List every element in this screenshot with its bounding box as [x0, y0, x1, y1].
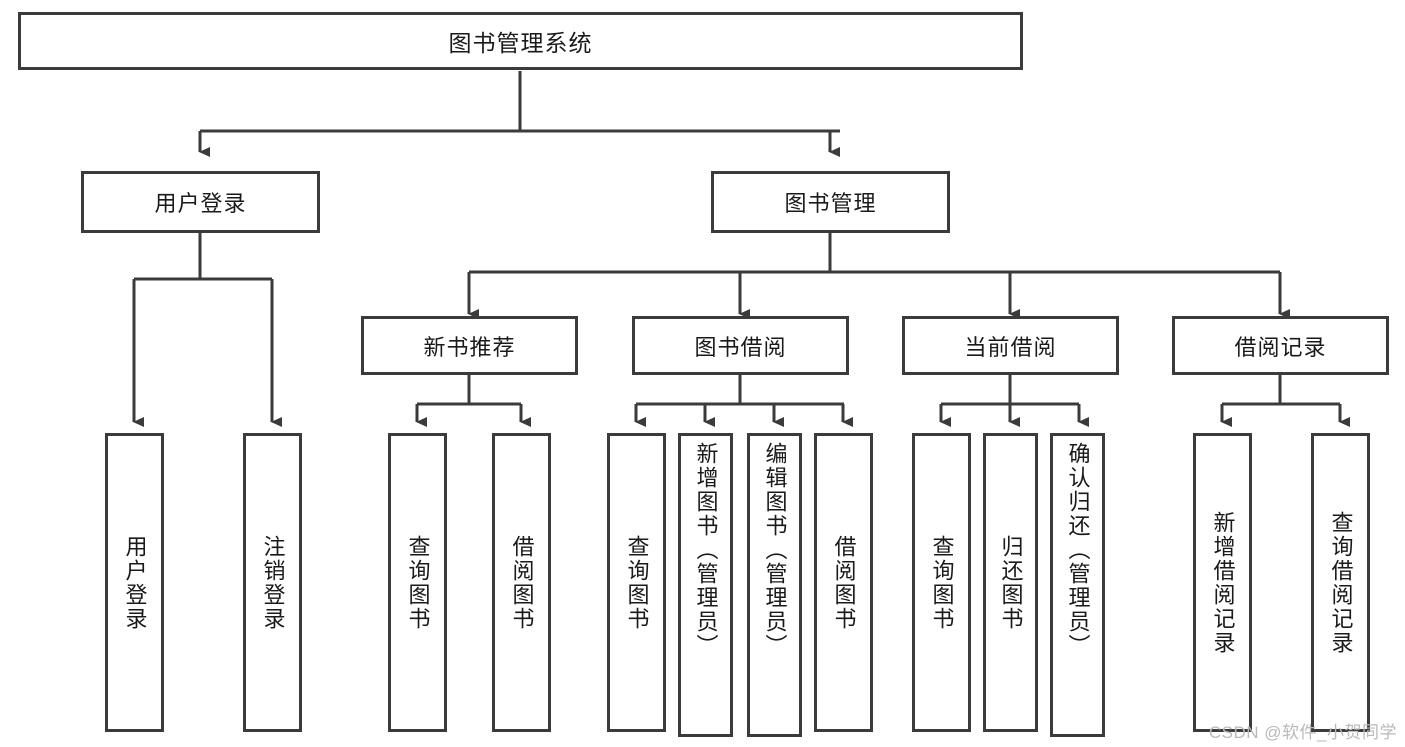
leaf-add-book-admin[interactable]: 新增图书（管理员）	[678, 433, 733, 737]
leaf-borrow-book-bw[interactable]: 借阅图书	[814, 433, 873, 732]
node-root[interactable]: 图书管理系统	[18, 12, 1023, 70]
leaf-user-login[interactable]: 用户登录	[105, 433, 164, 732]
leaf-return-book[interactable]: 归还图书	[983, 433, 1038, 732]
leaf-add-borrow-record[interactable]: 新增借阅记录	[1193, 433, 1252, 732]
node-user-login[interactable]: 用户登录	[81, 171, 320, 233]
leaf-query-book-cb[interactable]: 查询图书	[912, 433, 971, 732]
leaf-logout[interactable]: 注销登录	[243, 433, 302, 732]
node-book-borrow[interactable]: 图书借阅	[632, 316, 849, 375]
leaf-query-borrow-record[interactable]: 查询借阅记录	[1311, 433, 1370, 732]
node-borrow-record[interactable]: 借阅记录	[1172, 316, 1389, 375]
node-book-management[interactable]: 图书管理	[711, 171, 950, 233]
node-current-borrow[interactable]: 当前借阅	[902, 316, 1119, 375]
node-new-book-recommend[interactable]: 新书推荐	[361, 316, 578, 375]
leaf-query-book-bw[interactable]: 查询图书	[607, 433, 666, 732]
leaf-query-book-nb[interactable]: 查询图书	[388, 433, 447, 732]
watermark: CSDN @软件_小贺同学	[1208, 723, 1397, 742]
leaf-confirm-return-admin[interactable]: 确认归还（管理员）	[1050, 433, 1105, 737]
leaf-borrow-book-nb[interactable]: 借阅图书	[492, 433, 551, 732]
leaf-edit-book-admin[interactable]: 编辑图书（管理员）	[747, 433, 802, 737]
